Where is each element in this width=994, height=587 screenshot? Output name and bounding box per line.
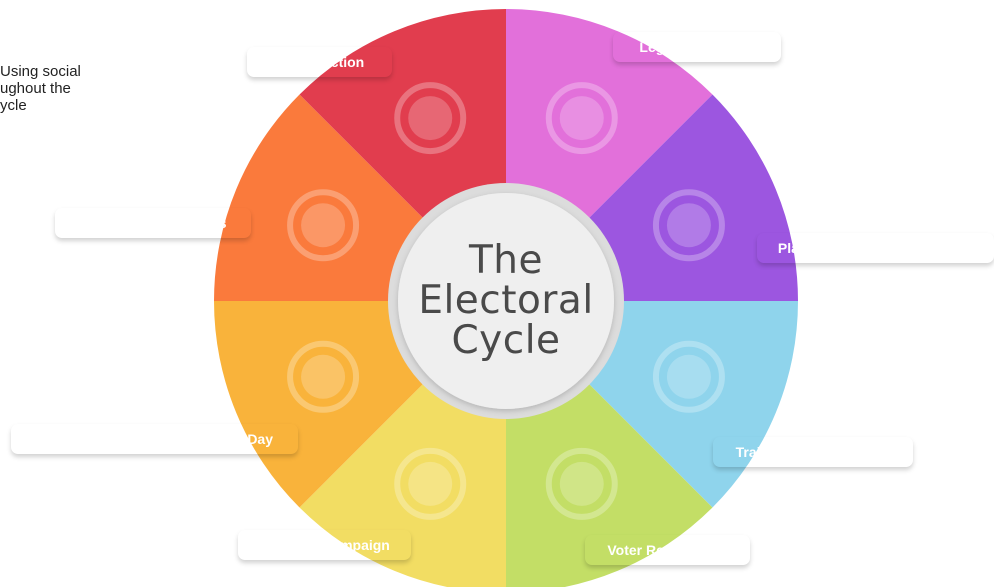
checklist-icon xyxy=(652,189,725,262)
raised-hands-icon xyxy=(652,340,725,413)
label-legal-framework: Legal Framework xyxy=(613,32,781,62)
label-electoral-campaign: Electoral Campaign xyxy=(238,530,411,560)
label-planning-and-implementation: Planning and Implementation xyxy=(757,233,994,263)
ballot-box-icon xyxy=(287,340,360,413)
label-training-and-education: Training and Education xyxy=(713,437,913,467)
megaphone-icon xyxy=(394,447,467,520)
side-text-fragment: Using social ughout the ycle xyxy=(0,63,81,114)
register-book-icon xyxy=(545,447,618,520)
label-voter-registration: Voter Registration xyxy=(585,535,750,565)
center-title: The Electoral Cycle xyxy=(395,213,617,389)
center-title-line-3: Cycle xyxy=(451,318,561,363)
center-title-line-2: Electoral xyxy=(418,278,594,323)
label-post-election: Post-Election xyxy=(247,47,392,77)
magnifier-check-icon xyxy=(287,189,360,262)
center-disc-inner xyxy=(398,193,614,409)
label-verification-of-results: Verification of Results xyxy=(55,208,251,238)
scales-icon xyxy=(545,82,618,155)
stacked-stones-icon xyxy=(394,82,467,155)
label-voting-operations-and-election-day: Voting Operations and Election Day xyxy=(11,424,298,454)
center-title-line-1: The xyxy=(468,238,544,283)
